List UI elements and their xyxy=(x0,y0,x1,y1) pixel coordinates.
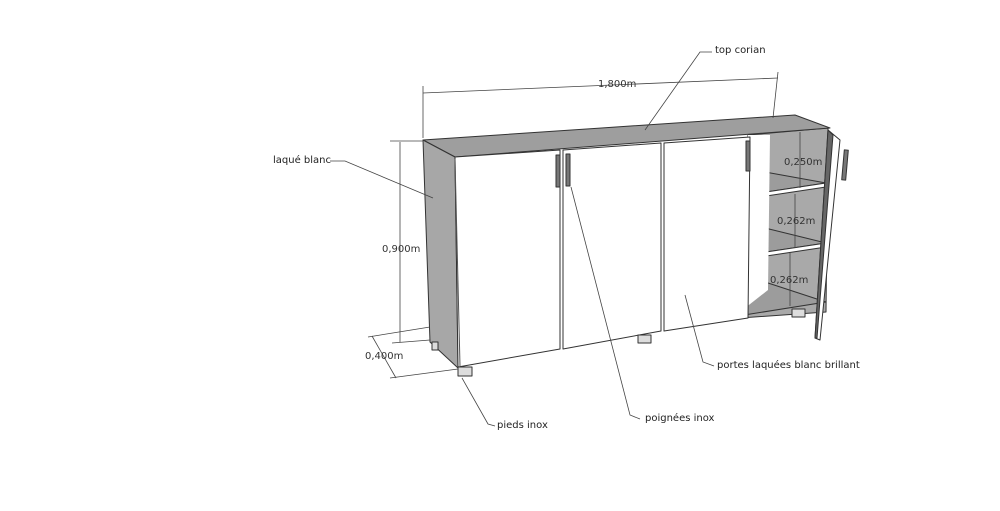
foot-1 xyxy=(457,366,473,377)
dim-width: 1,800m xyxy=(598,79,637,90)
leader-top xyxy=(644,51,712,131)
label-top-corian: top corian xyxy=(715,45,766,56)
foot-2 xyxy=(637,334,652,344)
foot-4 xyxy=(431,341,439,351)
dim-shelf-1: 0,250m xyxy=(784,157,823,168)
left-side-panel xyxy=(422,139,459,369)
leader-side xyxy=(330,160,434,199)
dim-shelf-3: 0,262m xyxy=(770,275,809,286)
width-dimension-line xyxy=(422,77,779,94)
handle-1 xyxy=(555,154,561,188)
leader-feet xyxy=(461,377,496,427)
label-pieds: pieds inox xyxy=(497,420,548,431)
handle-3 xyxy=(745,140,751,172)
leader-handles xyxy=(570,186,641,420)
label-poignees: poignées inox xyxy=(645,413,715,424)
door-1-edge xyxy=(454,158,461,367)
door-2 xyxy=(562,142,662,350)
label-laque-blanc: laqué blanc xyxy=(273,155,332,166)
depth-dimension-line xyxy=(371,335,397,379)
open-door-edge xyxy=(814,129,834,339)
dim-depth: 0,400m xyxy=(365,351,404,362)
door-3 xyxy=(663,136,751,332)
leader-doors xyxy=(684,294,715,367)
handle-4 xyxy=(841,149,849,181)
door-1 xyxy=(454,149,561,368)
label-portes: portes laquées blanc brillant xyxy=(717,360,860,371)
dim-shelf-2: 0,262m xyxy=(777,216,816,227)
foot-3 xyxy=(791,308,806,318)
dim-height: 0,900m xyxy=(382,244,421,255)
handle-2 xyxy=(565,153,571,187)
